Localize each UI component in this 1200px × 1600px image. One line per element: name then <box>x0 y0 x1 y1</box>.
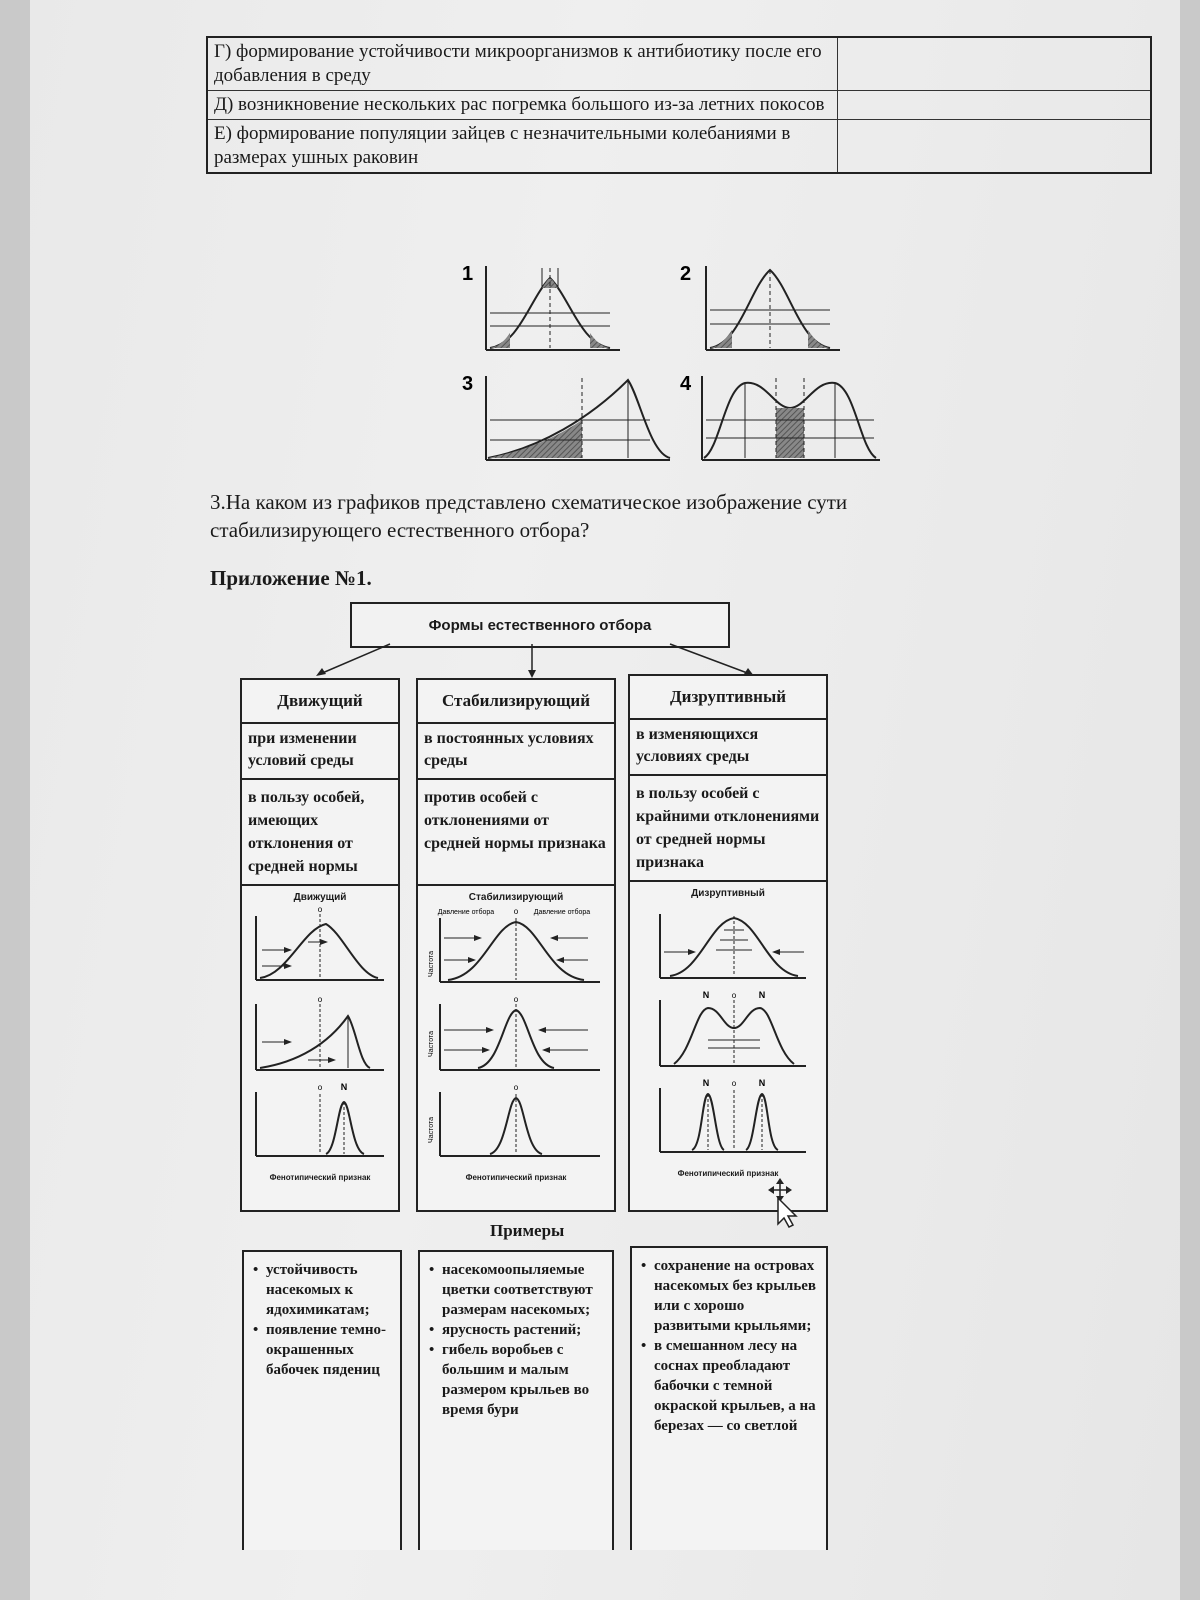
column-plots: Дизруптивный N о N N о N Фенотипически <box>630 882 826 1182</box>
table-cell-text: Г) формирование устойчивости микрооргани… <box>206 36 838 91</box>
appendix-title: Приложение №1. <box>210 566 372 590</box>
column-condition: в постоянных условиях среды <box>418 724 614 780</box>
graph-number: 1 <box>462 263 473 285</box>
column-target: в пользу особей, имеющих отклонения от с… <box>242 780 398 886</box>
graph-4: 4 <box>680 373 880 461</box>
examples-title: Примеры <box>490 1221 565 1240</box>
column-heading: Стабилизирующий <box>418 680 614 724</box>
answer-table: Г) формирование устойчивости микрооргани… <box>206 36 1152 174</box>
list-item: ярусность растений; <box>429 1320 606 1340</box>
y-axis-label: Частота <box>428 951 435 977</box>
table-row: Е) формирование популяции зайцев с незна… <box>206 119 1152 174</box>
list-item: гибель воробьев с большим и малым размер… <box>429 1340 606 1420</box>
table-row: Д) возникновение нескольких рас погремка… <box>206 90 1152 120</box>
list-item: появление темно-окрашенных бабочек пяден… <box>253 1320 394 1380</box>
schema-title: Формы естественного отбора <box>350 602 730 648</box>
mean-mark: о <box>318 905 323 914</box>
norm-mark: N <box>341 1082 348 1092</box>
list-item: в смешанном лесу на соснах преобладают б… <box>641 1336 820 1436</box>
mean-mark: о <box>514 1083 519 1092</box>
answer-cell[interactable] <box>837 36 1152 91</box>
list-item: насекомоопыляемые цветки соответствуют р… <box>429 1260 606 1320</box>
plot-title: Движущий <box>293 892 347 903</box>
column-heading: Дизруптивный <box>630 676 826 720</box>
column-condition: при изменении условий среды <box>242 724 398 780</box>
graph-1: 1 <box>462 263 620 351</box>
pressure-label: Давление отбора <box>534 908 591 916</box>
column-disruptive: Дизруптивный в изменяющихся условиях сре… <box>628 674 828 1212</box>
mean-mark: о <box>732 991 737 1000</box>
column-plots: Стабилизирующий Давление отбора Давление… <box>418 886 614 1186</box>
table-row: Г) формирование устойчивости микрооргани… <box>206 36 1152 91</box>
graph-number: 3 <box>462 373 473 395</box>
y-axis-label: Частота <box>428 1031 435 1057</box>
x-axis-caption: Фенотипический признак <box>269 1173 371 1182</box>
column-target: против особей с отклонениями от средней … <box>418 780 614 886</box>
column-heading: Движущий <box>242 680 398 724</box>
answer-cell[interactable] <box>837 119 1152 174</box>
examples-stabilizing: насекомоопыляемые цветки соответствуют р… <box>418 1250 614 1550</box>
mean-mark: о <box>318 1083 323 1092</box>
graph-3: 3 <box>462 373 671 461</box>
stabilizing-curves: Давление отбора Давление отбора о Частот… <box>428 907 600 1157</box>
table-cell-text: Е) формирование популяции зайцев с незна… <box>206 119 838 174</box>
question-text: 3.На каком из графиков представлено схем… <box>210 490 848 542</box>
y-axis-label: Частота <box>428 1117 435 1143</box>
answer-cell[interactable] <box>837 90 1152 120</box>
mean-mark: о <box>514 995 519 1004</box>
norm-mark: N <box>703 990 710 1000</box>
selection-graphs: 1 2 3 4 <box>462 263 880 461</box>
resize-cursor-icon <box>768 1178 798 1228</box>
disruptive-curves: N о N N о N <box>659 914 806 1153</box>
column-stabilizing: Стабилизирующий в постоянных условиях ср… <box>416 678 616 1212</box>
column-target: в пользу особей с крайними отклонениями … <box>630 776 826 882</box>
table-cell-text: Д) возникновение нескольких рас погремка… <box>206 90 838 120</box>
mean-mark: о <box>732 1079 737 1088</box>
x-axis-caption: Фенотипический признак <box>465 1173 567 1182</box>
pressure-label: Давление отбора <box>438 908 495 916</box>
graph-number: 4 <box>680 373 692 395</box>
column-condition: в изменяющихся условиях среды <box>630 720 826 776</box>
graph-number: 2 <box>680 263 691 285</box>
norm-mark: N <box>703 1078 710 1088</box>
column-plots: Движущий о о о N Фенотипический признак <box>242 886 398 1186</box>
examples-directional: устойчивость насекомых к ядохимикатам; п… <box>242 1250 402 1550</box>
norm-mark: N <box>759 1078 766 1088</box>
directional-curves: о о о N <box>255 905 384 1157</box>
mean-mark: о <box>318 995 323 1004</box>
graph-2: 2 <box>680 263 840 351</box>
x-axis-caption: Фенотипический признак <box>677 1169 779 1178</box>
list-item: устойчивость насекомых к ядохимикатам; <box>253 1260 394 1320</box>
examples-disruptive: сохранение на островах насекомых без кры… <box>630 1246 828 1550</box>
plot-title: Стабилизирующий <box>468 892 564 903</box>
list-item: сохранение на островах насекомых без кры… <box>641 1256 820 1336</box>
column-directional: Движущий при изменении условий среды в п… <box>240 678 400 1212</box>
mean-mark: о <box>514 907 519 916</box>
norm-mark: N <box>759 990 766 1000</box>
plot-title: Дизруптивный <box>691 888 765 899</box>
